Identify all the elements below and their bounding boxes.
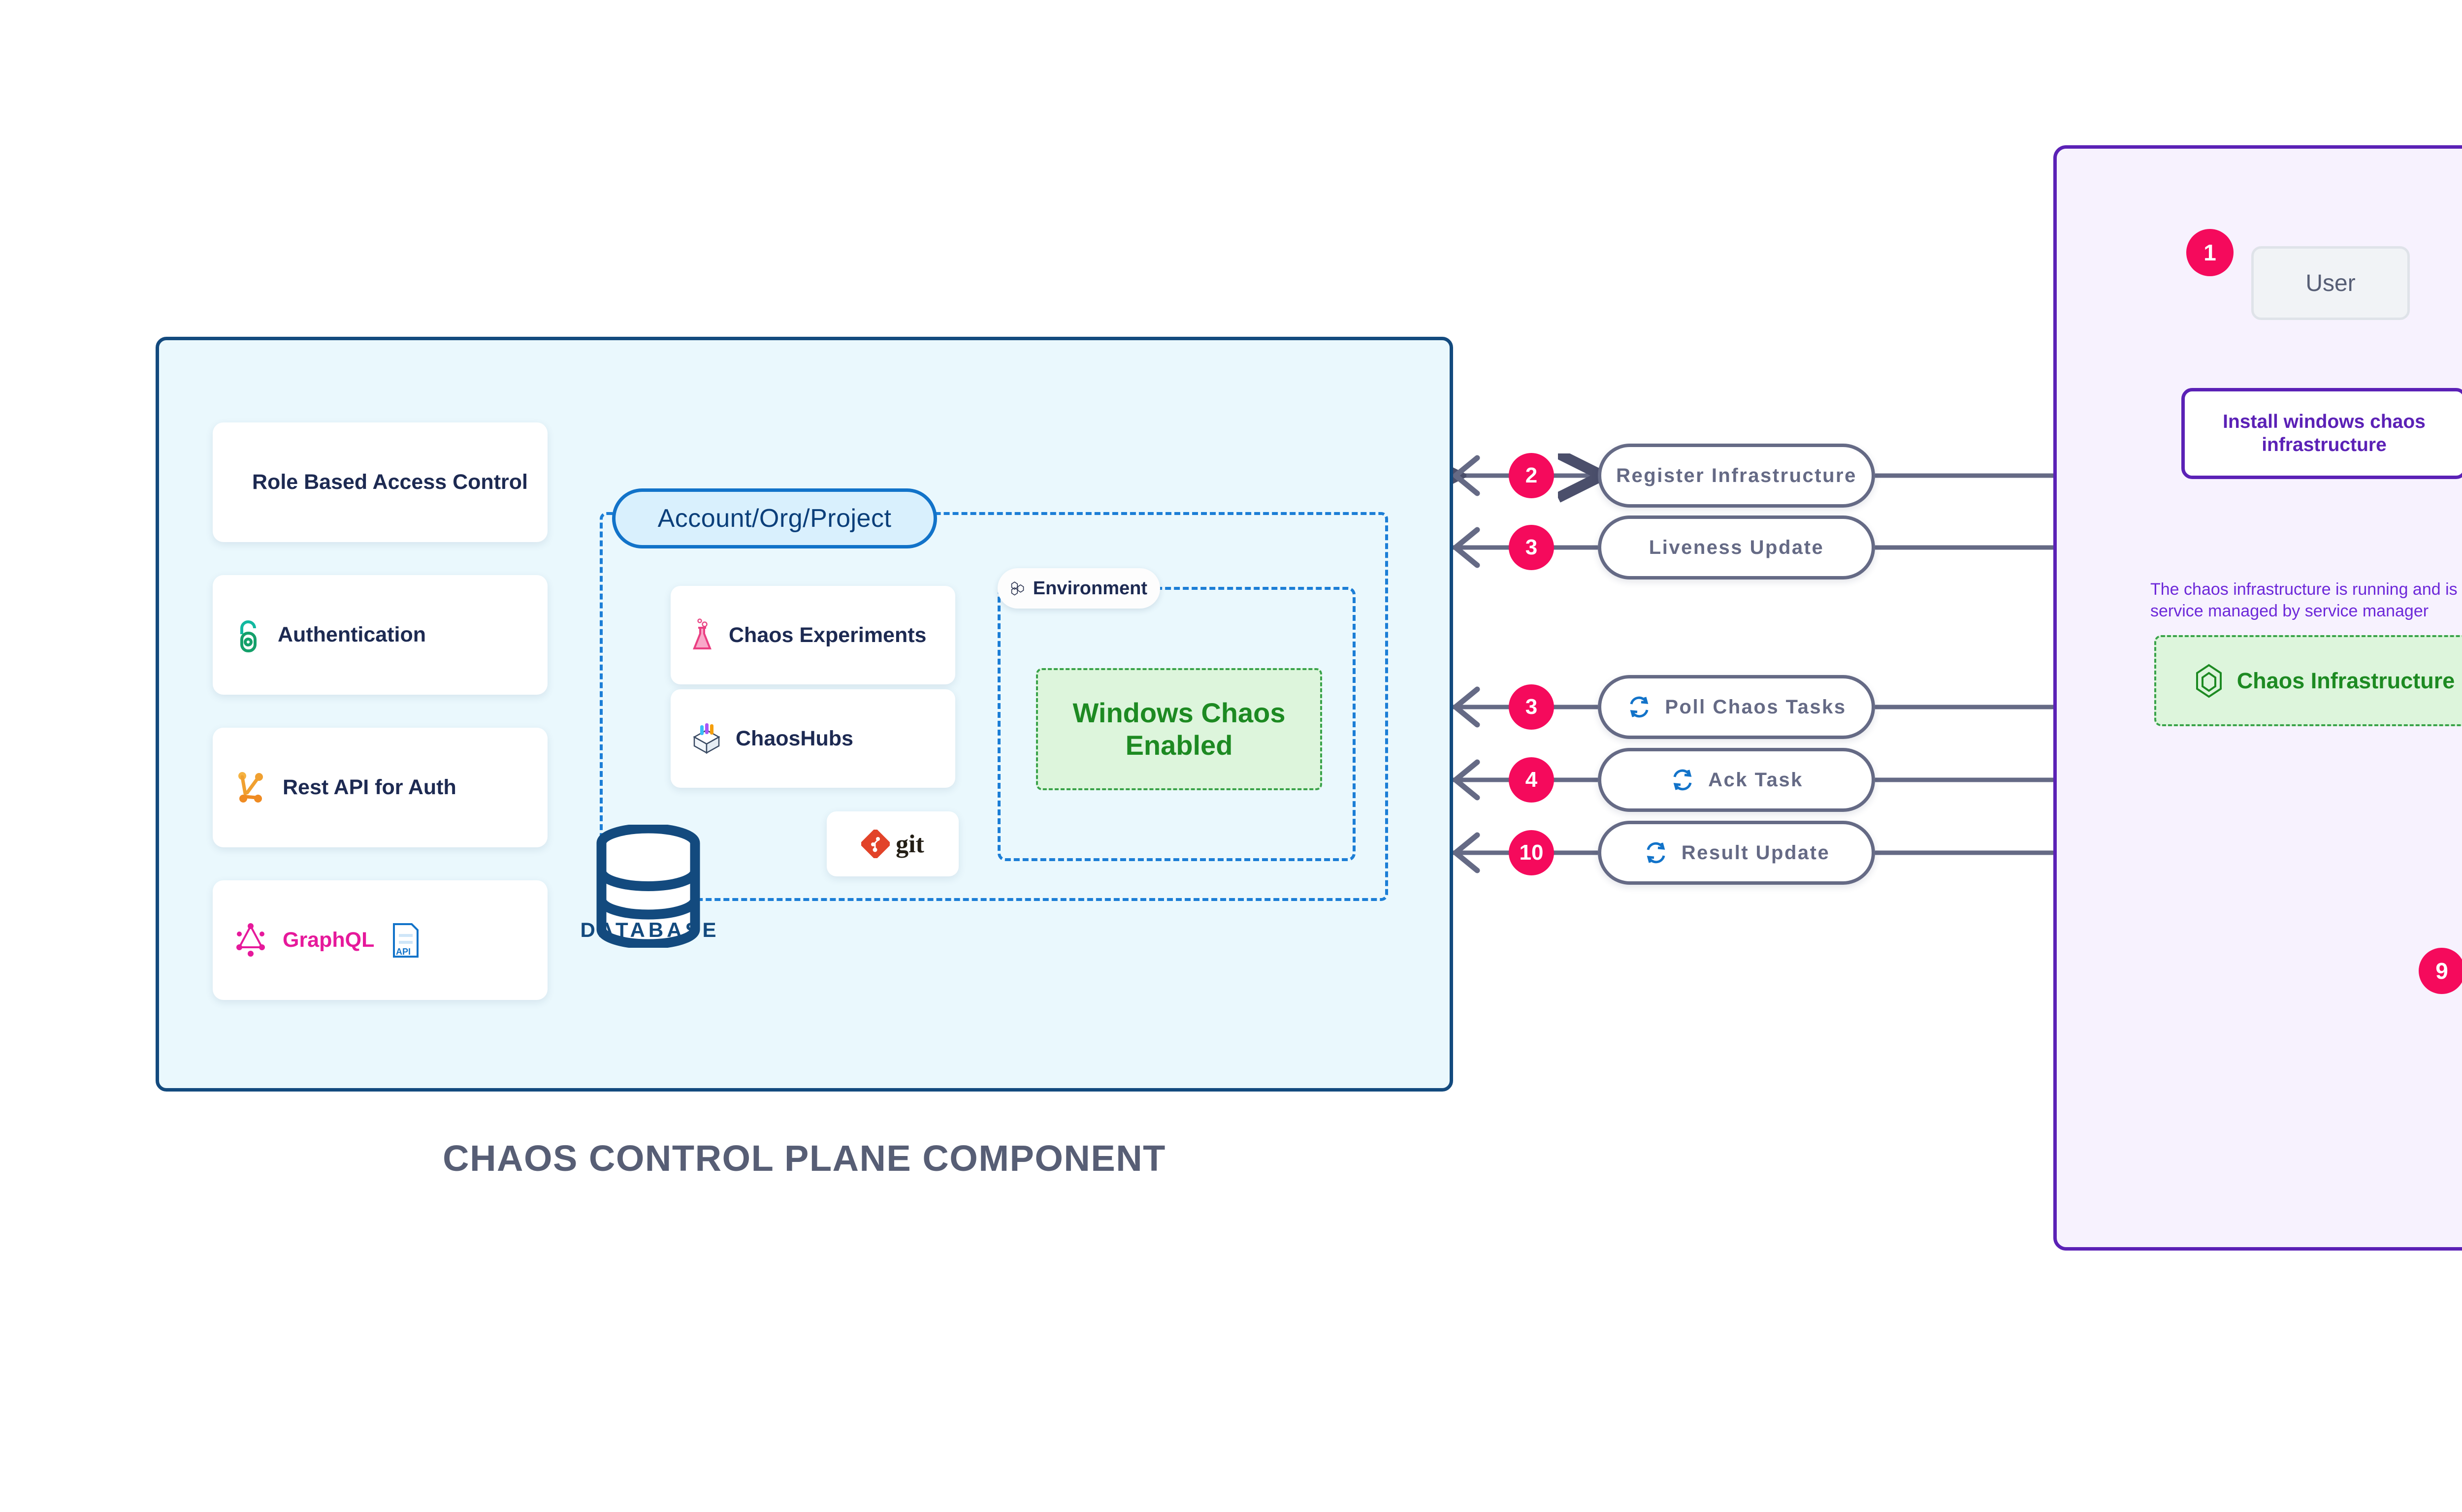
step-badge-2: 2 <box>1509 453 1554 498</box>
git-label: git <box>896 830 924 858</box>
card-git[interactable]: git <box>827 811 959 876</box>
database-label: DATABASE <box>580 918 720 941</box>
card-label: Authentication <box>278 623 426 646</box>
hexagon-cluster-icon <box>1011 581 1024 596</box>
environment-label: Environment <box>1033 578 1147 599</box>
step-badge-3a: 3 <box>1509 525 1554 570</box>
card-label: GraphQL <box>283 928 375 952</box>
connector-ack-task[interactable]: Ack Task <box>1598 748 1875 812</box>
connector-label: Liveness Update <box>1649 536 1824 558</box>
card-label: ChaosHubs <box>736 726 853 750</box>
card-graphql[interactable]: GraphQL API <box>213 880 548 1000</box>
step-badge-10: 10 <box>1509 830 1554 875</box>
card-label: Chaos Experiments <box>729 623 927 647</box>
connector-label: Ack Task <box>1708 769 1803 791</box>
card-chaos-experiments[interactable]: Chaos Experiments <box>671 586 955 684</box>
card-role-based-access-control[interactable]: Role Based Access Control <box>213 422 548 542</box>
environment-pill[interactable]: Environment <box>998 568 1160 609</box>
api-document-icon: API <box>393 923 419 958</box>
windows-chaos-enabled-box: Windows Chaos Enabled <box>1036 668 1322 790</box>
test-tube-rack-icon <box>693 723 720 754</box>
card-chaoshubs[interactable]: ChaosHubs <box>671 689 955 788</box>
connector-register-infrastructure[interactable]: Register Infrastructure <box>1598 444 1875 508</box>
connector-label: Poll Chaos Tasks <box>1665 696 1846 718</box>
environment-region <box>998 587 1356 861</box>
connector-label: Register Infrastructure <box>1616 464 1857 486</box>
harness-hex-icon <box>2196 664 2222 698</box>
step-badge-9: 9 <box>2419 948 2462 994</box>
step-badge-3b: 3 <box>1509 684 1554 730</box>
connector-poll-chaos-tasks[interactable]: Poll Chaos Tasks <box>1598 675 1875 739</box>
database-icon <box>596 825 700 948</box>
graphql-icon <box>236 923 265 957</box>
note-chaos-infrastructure: The chaos infrastructure is running and … <box>2150 580 2462 621</box>
rest-api-icon <box>238 772 263 803</box>
sync-icon <box>1647 842 1665 864</box>
card-authentication[interactable]: Authentication <box>213 575 548 695</box>
connector-label: Result Update <box>1681 841 1830 864</box>
svg-text:API: API <box>396 947 411 957</box>
node-user[interactable]: User <box>2251 246 2410 320</box>
lock-icon <box>240 620 257 652</box>
node-chaos-infrastructure[interactable]: Chaos Infrastructure <box>2154 635 2462 726</box>
flask-icon <box>693 618 712 649</box>
sync-icon <box>1630 696 1649 718</box>
step-badge-1: 1 <box>2186 229 2234 276</box>
step-badge-4: 4 <box>1509 757 1554 803</box>
card-label: Rest API for Auth <box>283 775 456 799</box>
git-icon <box>861 830 890 858</box>
connector-result-update[interactable]: Result Update <box>1598 821 1875 885</box>
control-plane-title: CHAOS CONTROL PLANE COMPONENT <box>443 1138 1166 1179</box>
account-org-project-pill[interactable]: Account/Org/Project <box>612 488 937 548</box>
sync-icon <box>1673 769 1692 791</box>
account-org-project-region <box>600 512 1388 901</box>
node-install-windows-chaos-infrastructure[interactable]: Install windows chaos infrastructure <box>2181 388 2462 479</box>
card-label: Role Based Access Control <box>252 470 528 494</box>
execution-plane-title: CHAOS EXECUTION PLANE COMPONENT <box>2053 1312 2462 1354</box>
connector-liveness-update[interactable]: Liveness Update <box>1598 515 1875 579</box>
card-rest-api-for-auth[interactable]: Rest API for Auth <box>213 728 548 847</box>
node-label: Chaos Infrastructure <box>2236 668 2455 693</box>
